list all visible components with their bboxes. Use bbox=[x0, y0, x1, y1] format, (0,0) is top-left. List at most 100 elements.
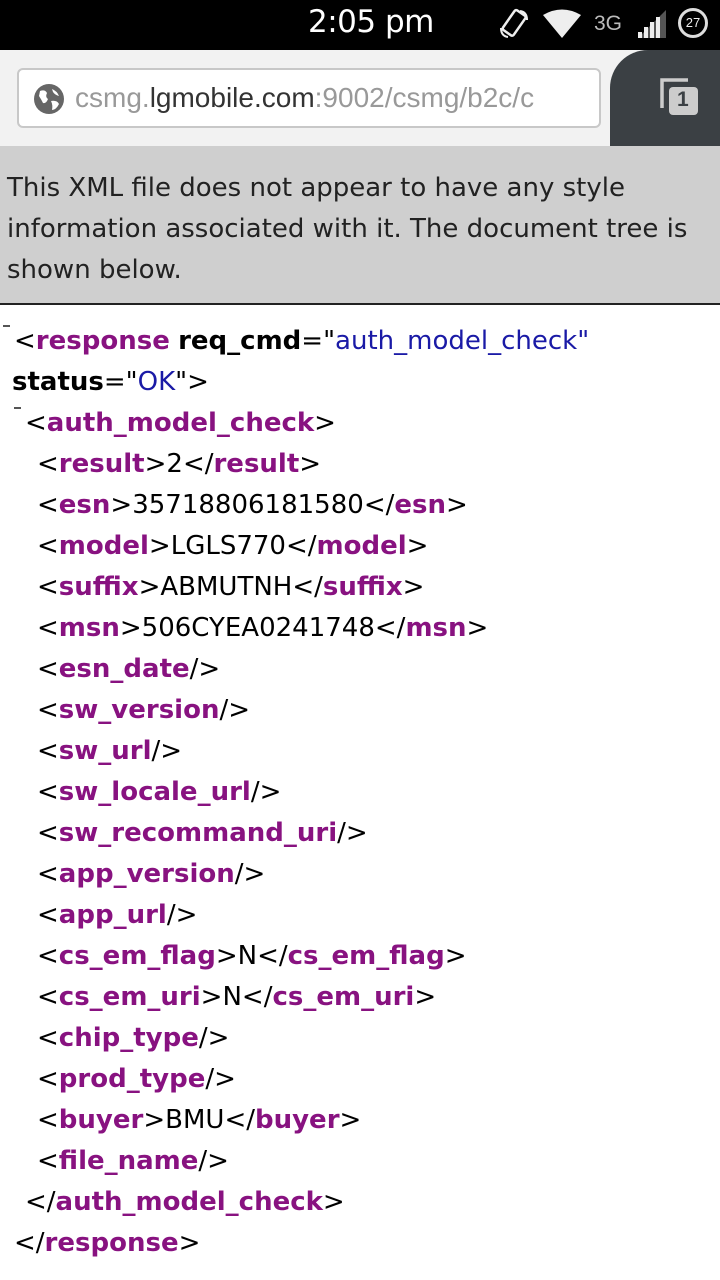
xml-tag-name: auth_model_check bbox=[55, 1187, 323, 1217]
bracket: </ bbox=[285, 531, 317, 561]
xml-element-value: ABMUTNH bbox=[160, 572, 293, 602]
bracket: </ bbox=[292, 572, 323, 602]
bracket: > bbox=[314, 408, 336, 438]
xml-element-buyer: <buyer>BMU</buyer> bbox=[0, 1100, 720, 1141]
xml-tag-name: esn bbox=[394, 490, 446, 520]
bracket: /> bbox=[219, 695, 251, 725]
xml-tag-name: result bbox=[58, 449, 145, 479]
xml-element-prod-type: <prod_type/> bbox=[0, 1059, 720, 1100]
xml-tag-name: file_name bbox=[58, 1146, 199, 1176]
wifi-icon bbox=[541, 8, 583, 44]
xml-tag-name: buyer bbox=[254, 1105, 340, 1135]
bracket: > bbox=[178, 1228, 201, 1258]
xml-element-esn-date: <esn_date/> bbox=[0, 649, 720, 690]
xml-element-value: BMU bbox=[165, 1105, 225, 1135]
bracket: < bbox=[37, 736, 59, 766]
bracket: > bbox=[119, 613, 142, 643]
bracket: /> bbox=[198, 1146, 229, 1176]
bracket: </ bbox=[257, 941, 288, 971]
browser-toolbar: csmg.lgmobile.com:9002/csmg/b2c/c 1 bbox=[0, 50, 720, 146]
xml-attr-name: req_cmd bbox=[178, 326, 302, 356]
status-bar: 2:05 pm 3G 27 bbox=[0, 0, 720, 50]
xml-element-value: N bbox=[237, 941, 258, 971]
collapse-toggle-response[interactable] bbox=[3, 325, 10, 327]
bracket: > bbox=[143, 1105, 166, 1135]
bracket: /> bbox=[166, 900, 198, 930]
url-prefix: csmg. bbox=[75, 82, 150, 113]
url-text: csmg.lgmobile.com:9002/csmg/b2c/c bbox=[75, 82, 534, 114]
xml-tag-name: buyer bbox=[58, 1105, 144, 1135]
xml-tag-name: model bbox=[316, 531, 407, 561]
xml-element-cs-em-uri: <cs_em_uri>N</cs_em_uri> bbox=[0, 977, 720, 1018]
xml-tag-name: msn bbox=[405, 613, 467, 643]
xml-element-model: <model>LGLS770</model> bbox=[0, 526, 720, 567]
xml-element-value: N bbox=[222, 982, 242, 1012]
xml-element-result: <result>2</result> bbox=[0, 444, 720, 485]
bracket: < bbox=[37, 900, 59, 930]
bracket: < bbox=[37, 859, 59, 889]
bracket: > bbox=[339, 1105, 362, 1135]
globe-icon bbox=[33, 83, 65, 119]
bracket: < bbox=[37, 818, 59, 848]
xml-tag-name: model bbox=[58, 531, 149, 561]
xml-root-open: <response req_cmd="auth_model_check" bbox=[0, 321, 720, 362]
xml-element-value: 2 bbox=[166, 449, 183, 479]
bracket: /> bbox=[189, 654, 221, 684]
bracket: < bbox=[37, 1023, 59, 1053]
bracket: < bbox=[37, 1105, 59, 1135]
bracket: /> bbox=[234, 859, 266, 889]
signal-icon bbox=[636, 10, 668, 44]
bracket: </ bbox=[224, 1105, 255, 1135]
tab-count: 1 bbox=[677, 88, 689, 111]
bracket: > bbox=[406, 531, 429, 561]
xml-notice: This XML file does not appear to have an… bbox=[0, 146, 720, 305]
bracket: < bbox=[25, 408, 47, 438]
xml-root-close: </response> bbox=[0, 1223, 720, 1264]
xml-element-sw-locale-url: <sw_locale_url/> bbox=[0, 772, 720, 813]
bracket: > bbox=[215, 941, 238, 971]
xml-tag-name: prod_type bbox=[58, 1064, 206, 1094]
bracket: </ bbox=[25, 1187, 56, 1217]
clock: 2:05 pm bbox=[308, 4, 434, 40]
xml-element-file-name: <file_name/> bbox=[0, 1141, 720, 1182]
xml-child-open: <auth_model_check> bbox=[0, 403, 720, 444]
xml-tag-name: cs_em_uri bbox=[272, 982, 415, 1012]
tab-switcher-button[interactable]: 1 bbox=[658, 76, 702, 122]
xml-element-sw-version: <sw_version/> bbox=[0, 690, 720, 731]
bracket: </ bbox=[374, 613, 406, 643]
bracket: < bbox=[37, 449, 59, 479]
bracket: < bbox=[37, 695, 59, 725]
bracket: > bbox=[110, 490, 133, 520]
url-bar[interactable]: csmg.lgmobile.com:9002/csmg/b2c/c bbox=[17, 68, 601, 128]
xml-element-chip-type: <chip_type/> bbox=[0, 1018, 720, 1059]
xml-tag-name: sw_recommand_uri bbox=[58, 818, 338, 848]
xml-element-value: LGLS770 bbox=[170, 531, 286, 561]
bracket: > bbox=[138, 572, 161, 602]
xml-attr-name: status bbox=[12, 367, 104, 397]
bracket: < bbox=[37, 941, 59, 971]
bracket: < bbox=[37, 777, 59, 807]
xml-tag-name: suffix bbox=[58, 572, 139, 602]
xml-tag-name: suffix bbox=[322, 572, 403, 602]
bracket: > bbox=[299, 449, 322, 479]
collapse-toggle-auth-model-check[interactable] bbox=[14, 407, 21, 409]
notice-text: This XML file does not appear to have an… bbox=[7, 173, 688, 285]
xml-attr-value: auth_model_check bbox=[335, 326, 578, 356]
bracket: /> bbox=[250, 777, 282, 807]
xml-tag-name: cs_em_flag bbox=[58, 941, 216, 971]
bracket: > bbox=[144, 449, 167, 479]
xml-element-app-version: <app_version/> bbox=[0, 854, 720, 895]
rotate-icon bbox=[498, 8, 530, 44]
xml-tag-name: sw_locale_url bbox=[58, 777, 251, 807]
bracket: /> bbox=[151, 736, 183, 766]
xml-child-close: </auth_model_check> bbox=[0, 1182, 720, 1223]
bracket: < bbox=[37, 1146, 59, 1176]
attr-quote: "> bbox=[175, 367, 209, 397]
xml-element-suffix: <suffix>ABMUTNH</suffix> bbox=[0, 567, 720, 608]
xml-tag-name: cs_em_flag bbox=[287, 941, 445, 971]
tab-switcher-area bbox=[610, 50, 720, 146]
space bbox=[170, 326, 178, 356]
xml-tag-name: sw_url bbox=[58, 736, 152, 766]
attr-quote: =" bbox=[301, 326, 336, 356]
bracket: < bbox=[37, 982, 59, 1012]
